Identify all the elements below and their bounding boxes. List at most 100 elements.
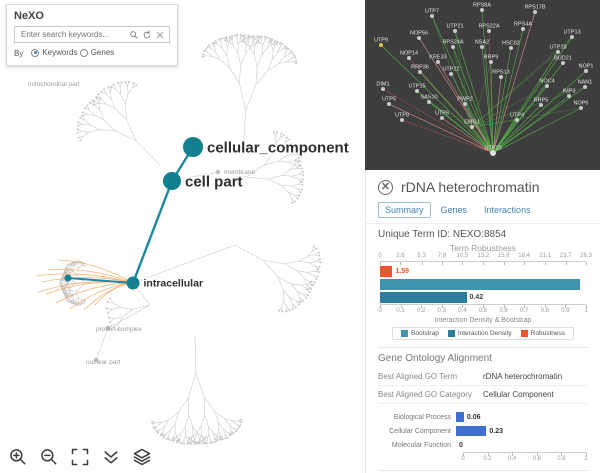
term-title: rDNA heterochromatin [401,179,540,195]
gene-node-rrp9[interactable] [489,60,493,64]
gene-label: HSC82 [502,41,520,47]
gene-node-nop6[interactable] [579,106,583,110]
clear-icon[interactable] [155,30,165,40]
gene-node-rps13[interactable] [499,75,503,79]
gene-label: NOC4 [539,79,554,85]
gene-label: UTP8 [395,113,409,119]
layers-icon[interactable] [132,447,152,467]
search-icon[interactable] [129,30,139,40]
gene-node-noc4[interactable] [545,84,549,88]
gene-node-utp10[interactable] [490,150,496,156]
gene-node-utp15[interactable] [415,89,419,93]
tree-label: protein complex [96,326,143,333]
radio-genes[interactable]: Genes [79,48,115,57]
tree-node-cellular-component[interactable] [183,137,203,157]
gene-label: NOP6 [574,101,589,107]
tree-node-cell-part[interactable] [163,172,181,190]
collapse-icon[interactable] [101,447,121,467]
gene-node-utp18[interactable] [556,50,560,54]
gene-label: PWP2 [457,97,473,103]
gene-node-hsc82[interactable] [509,46,513,50]
zoom-in-icon[interactable] [8,447,28,467]
gene-node-pwp2[interactable] [463,102,467,106]
tab-summary[interactable]: Summary [378,202,431,218]
gene-node-utp4[interactable] [515,118,519,122]
gene-label: EMG1 [464,120,480,126]
legend-robustness: Robustness [520,330,565,337]
radio-label: Genes [90,48,115,57]
gene-node-dim1[interactable] [381,87,385,91]
search-input[interactable] [19,29,126,40]
refresh-icon[interactable] [142,29,152,40]
gene-label: RRP36 [411,65,429,71]
gene-node-utp9[interactable] [379,43,383,47]
gene-node-nsa2[interactable] [480,45,484,49]
gene-node-rps22a[interactable] [487,29,491,33]
gene-label: KRE33 [429,55,446,61]
tree-label: mitochondrial part [28,81,80,88]
gene-node-utp22[interactable] [449,72,453,76]
robustness-axis-label: Interaction Density & Bootstrap [434,317,532,324]
by-label: By [14,48,24,58]
gene-label: RPS24A [442,40,463,46]
gene-label: RRP5 [534,98,549,104]
gene-node-nan1[interactable] [583,85,587,89]
gene-label: UTP7 [425,9,439,15]
gene-node-nop1[interactable] [584,69,588,73]
gene-node-nop14[interactable] [407,56,411,60]
radio-keywords[interactable]: Keywords [31,48,77,57]
gene-node-rrp5[interactable] [539,103,543,107]
tree-node-label: intracellular [144,278,204,290]
gene-node-utp6[interactable] [440,116,444,120]
tree-node-label: cell part [185,173,243,190]
gene-node-utp7[interactable] [430,14,434,18]
alignment-label: Best Aligned GO Term [378,372,457,381]
gene-node-emg1[interactable] [470,125,474,129]
legend-bootstrap: Bootstrap [401,330,439,337]
gene-node-rps24a[interactable] [451,45,455,49]
zoom-controls [8,447,152,467]
gene-label: RRP9 [484,55,499,61]
gene-node-rps8a[interactable] [480,8,484,12]
gene-node-utp5[interactable] [387,102,391,106]
close-icon[interactable]: ✕ [378,179,393,195]
gene-node-imp3[interactable] [567,94,571,98]
axis-line [380,261,587,265]
gene-node-rrp36[interactable] [418,70,422,74]
gene-node-kre33[interactable] [436,60,440,64]
search-mode-row: By Keywords Genes [14,48,170,59]
gene-node-utp21[interactable] [453,29,457,33]
gene-node-bud21[interactable] [561,61,565,65]
tab-interactions[interactable]: Interactions [484,205,531,215]
app-title: NeXO [14,10,44,22]
tree-node-label: cellular_component [207,139,349,156]
details-header: ✕ rDNA heterochromatin [366,170,600,198]
tab-genes[interactable]: Genes [440,205,468,215]
gene-node-nop56[interactable] [417,36,421,40]
gene-label: UTP6 [435,111,449,117]
radio-icon [79,48,88,57]
bar-bootstrap [380,278,586,291]
gene-node-utp13[interactable] [570,35,574,39]
tree-node-intracellular[interactable] [126,276,140,290]
gene-node-rps17b[interactable] [533,10,537,14]
tree-label: nuclear part [86,359,121,366]
gene-node-rps4a[interactable] [521,27,525,31]
fit-to-screen-icon[interactable] [70,447,90,467]
gene-node-sas10[interactable] [427,100,431,104]
gene-label: DIM1 [376,82,389,88]
gene-label: NOP14 [400,51,418,57]
gene-label: BUD21 [554,56,572,62]
gene-label: NSA2 [475,40,489,46]
zoom-out-icon[interactable] [39,447,59,467]
gene-node-utp8[interactable] [400,118,404,122]
